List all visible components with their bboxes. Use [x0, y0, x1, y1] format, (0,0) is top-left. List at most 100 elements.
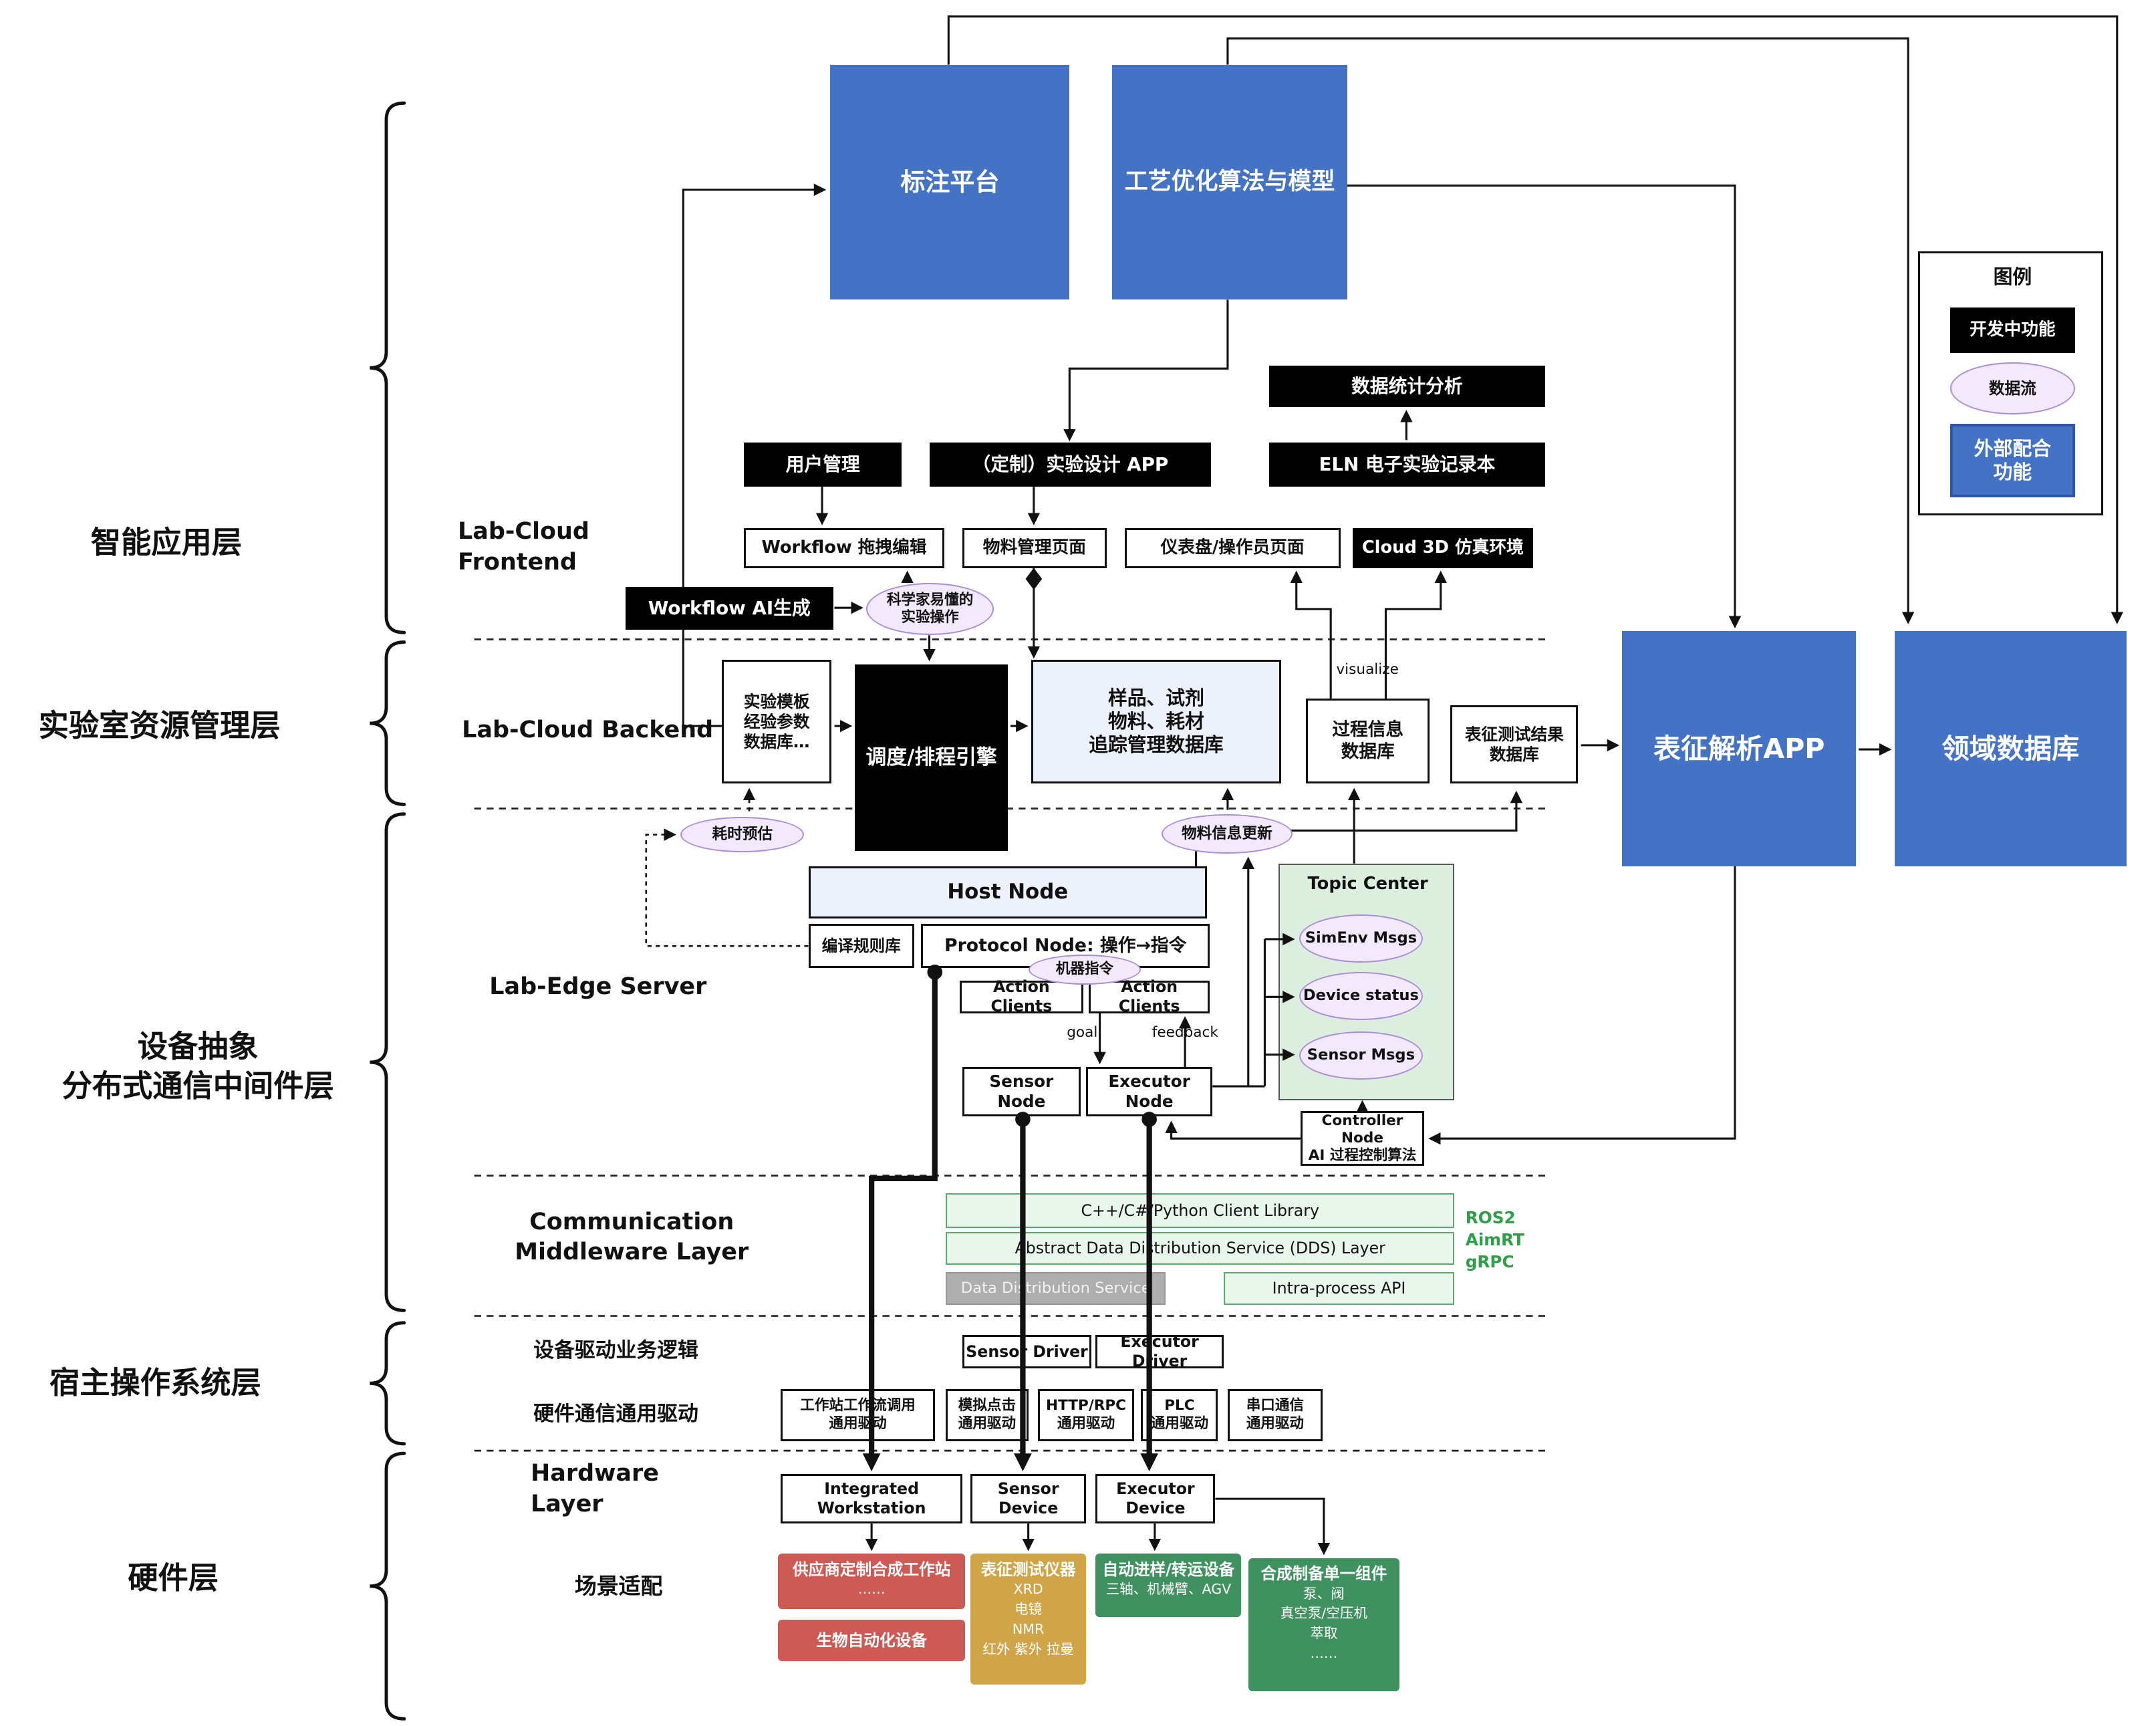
topic-center-title: Topic Center: [1307, 873, 1428, 894]
click-sim-driver-box: 模拟点击 通用驱动: [946, 1388, 1029, 1441]
user-management-box: 用户管理: [743, 443, 902, 487]
custom-experiment-app-box: （定制）实验设计 APP: [929, 443, 1212, 487]
legend-external: 外部配合 功能: [1949, 424, 2075, 497]
legend-developing: 开发中功能: [1949, 307, 2075, 353]
data-statistics-box: 数据统计分析: [1268, 366, 1546, 407]
executor-device-box: Executor Device: [1095, 1474, 1216, 1524]
label-lab-cloud-frontend: Lab-Cloud Frontend: [457, 518, 589, 576]
label-aimrt: AimRT: [1465, 1230, 1524, 1250]
label-goal: goal: [1067, 1023, 1098, 1041]
http-rpc-driver-box: HTTP/RPC 通用驱动: [1038, 1388, 1135, 1441]
arrow-processdb-to-cloud3d: [1384, 570, 1447, 699]
dds-box: Data Distribution Service: [946, 1271, 1166, 1306]
eln-box: ELN 电子实验记录本: [1268, 443, 1546, 487]
time-estimate-ellipse: 耗时预估: [680, 816, 805, 853]
label-scenario-fit: 场景适配: [574, 1573, 663, 1600]
sensor-node-box: Sensor Node: [962, 1067, 1081, 1117]
label-lab-edge-server: Lab-Edge Server: [489, 973, 707, 1001]
label-hostos-layer: 宿主操作系统层: [49, 1364, 261, 1400]
annotation-platform-box: 标注平台: [830, 64, 1070, 300]
intra-process-api-box: Intra-process API: [1223, 1271, 1455, 1306]
sensor-msgs-ellipse: Sensor Msgs: [1299, 1031, 1423, 1080]
process-optimization-box: 工艺优化算法与模型: [1112, 64, 1347, 300]
cloud3d-box: Cloud 3D 仿真环境: [1353, 527, 1533, 568]
vendor-workstation-sub: ……: [857, 1581, 886, 1598]
host-node-box: Host Node: [808, 866, 1208, 919]
workflow-ai-box: Workflow AI生成: [625, 587, 833, 630]
action-clients-box-1: Action Clients: [959, 977, 1083, 1015]
arrow-processdb-to-dashboard: [1290, 570, 1332, 699]
synthesis-line-extract: 萃取: [1310, 1625, 1338, 1642]
label-ros2: ROS2: [1465, 1208, 1516, 1228]
label-lab-cloud-backend: Lab-Cloud Backend: [462, 716, 714, 743]
template-db-box: 实验模板 经验参数 数据库…: [721, 660, 832, 784]
label-hardware-layer: 硬件层: [128, 1560, 219, 1596]
synthesis-line-pump: 泵、阀: [1303, 1585, 1345, 1602]
controller-node-box: Controller Node AI 过程控制算法: [1300, 1111, 1425, 1166]
integrated-workstation-box: Integrated Workstation: [781, 1474, 962, 1524]
arrow-charapp-to-controller: [1428, 866, 1736, 1145]
workflow-editor-box: Workflow 拖拽编辑: [743, 527, 945, 568]
brace-hardware-layer: [370, 1451, 406, 1721]
scheduler-box: 调度/排程引擎: [855, 664, 1008, 852]
label-comm-middleware: Communication Middleware Layer: [515, 1208, 749, 1266]
transfer-device-box: 自动进样/转运设备 三轴、机械臂、AGV: [1095, 1554, 1242, 1618]
sample-db-box: 样品、试剂 物料、耗材 追踪管理数据库: [1031, 660, 1282, 784]
label-driver-logic: 设备驱动业务逻辑: [533, 1338, 698, 1362]
legend-title: 图例: [1993, 265, 2032, 288]
layer-braces: [370, 101, 406, 1721]
device-status-ellipse: Device status: [1299, 972, 1423, 1021]
characterization-line-nmr: NMR: [1012, 1621, 1045, 1637]
label-grpc: gRPC: [1465, 1252, 1514, 1272]
executor-node-box: Executor Node: [1086, 1067, 1213, 1117]
process-db-box: 过程信息 数据库: [1306, 698, 1430, 784]
node-diamond-material: [1025, 568, 1043, 590]
synthesis-component-box: 合成制备单一组件 泵、阀 真空泵/空压机 萃取 ……: [1248, 1558, 1400, 1692]
vendor-workstation-title: 供应商定制合成工作站: [792, 1560, 951, 1579]
dds-abstract-box: Abstract Data Distribution Service (DDS)…: [946, 1232, 1455, 1265]
brace-app-layer: [370, 101, 406, 634]
arrow-optimization-to-customapp: [1063, 299, 1229, 442]
sensor-driver-box: Sensor Driver: [962, 1335, 1092, 1368]
brace-resource-layer: [370, 640, 406, 806]
characterization-db-box: 表征测试结果 数据库: [1450, 705, 1579, 784]
characterization-title: 表征测试仪器: [980, 1560, 1076, 1579]
synthesis-component-title: 合成制备单一组件: [1260, 1564, 1387, 1583]
synthesis-line-vacuum: 真空泵/空压机: [1280, 1605, 1368, 1622]
brace-abstraction-layer: [370, 812, 406, 1312]
characterization-line-sem: 电镜: [1015, 1601, 1043, 1618]
characterization-line-spectra: 红外 紫外 拉曼: [982, 1640, 1074, 1657]
client-library-box: C++/C#/Python Client Library: [946, 1193, 1455, 1228]
label-hardware-layer-en: Hardware Layer: [531, 1460, 659, 1517]
label-visualize: visualize: [1336, 660, 1399, 678]
machine-command-ellipse: 机器指令: [1028, 954, 1141, 985]
bio-automation-box: 生物自动化设备: [778, 1620, 965, 1661]
workstation-driver-box: 工作站工作流调用 通用驱动: [781, 1388, 935, 1441]
synthesis-line-more: ……: [1310, 1644, 1338, 1661]
transfer-device-title: 自动进样/转运设备: [1102, 1560, 1235, 1579]
action-clients-box-2: Action Clients: [1089, 977, 1210, 1015]
dotted-arrows: [645, 787, 809, 947]
arrow-controller-to-executor: [1165, 1120, 1301, 1140]
plc-driver-box: PLC 通用驱动: [1141, 1388, 1218, 1441]
executor-driver-box: Executor Driver: [1095, 1332, 1224, 1370]
brace-hostos-layer: [370, 1321, 406, 1446]
characterization-instrument-box: 表征测试仪器 XRD 电镜 NMR 红外 紫外 拉曼: [970, 1554, 1087, 1685]
dashboard-page-box: 仪表盘/操作员页面: [1124, 527, 1341, 568]
label-app-layer: 智能应用层: [90, 525, 242, 561]
arrow-executordevice-to-synth: [1215, 1497, 1331, 1556]
sensor-device-box: Sensor Device: [970, 1474, 1087, 1524]
label-abstraction-layer: 设备抽象 分布式通信中间件层: [61, 1029, 334, 1104]
compile-rules-box: 编译规则库: [808, 924, 914, 969]
simenv-msgs-ellipse: SimEnv Msgs: [1299, 914, 1423, 963]
domain-db-box: 领域数据库: [1894, 631, 2127, 866]
transfer-device-sub: 三轴、机械臂、AGV: [1105, 1581, 1232, 1598]
legend-panel: 图例 开发中功能 数据流 外部配合 功能: [1917, 251, 2104, 516]
scientist-ops-ellipse: 科学家易懂的 实验操作: [865, 583, 994, 636]
characterization-app-box: 表征解析APP: [1622, 631, 1856, 866]
characterization-line-xrd: XRD: [1013, 1581, 1043, 1598]
material-update-ellipse: 物料信息更新: [1162, 814, 1293, 854]
vendor-workstation-box: 供应商定制合成工作站 ……: [778, 1554, 965, 1609]
material-page-box: 物料管理页面: [962, 527, 1107, 568]
